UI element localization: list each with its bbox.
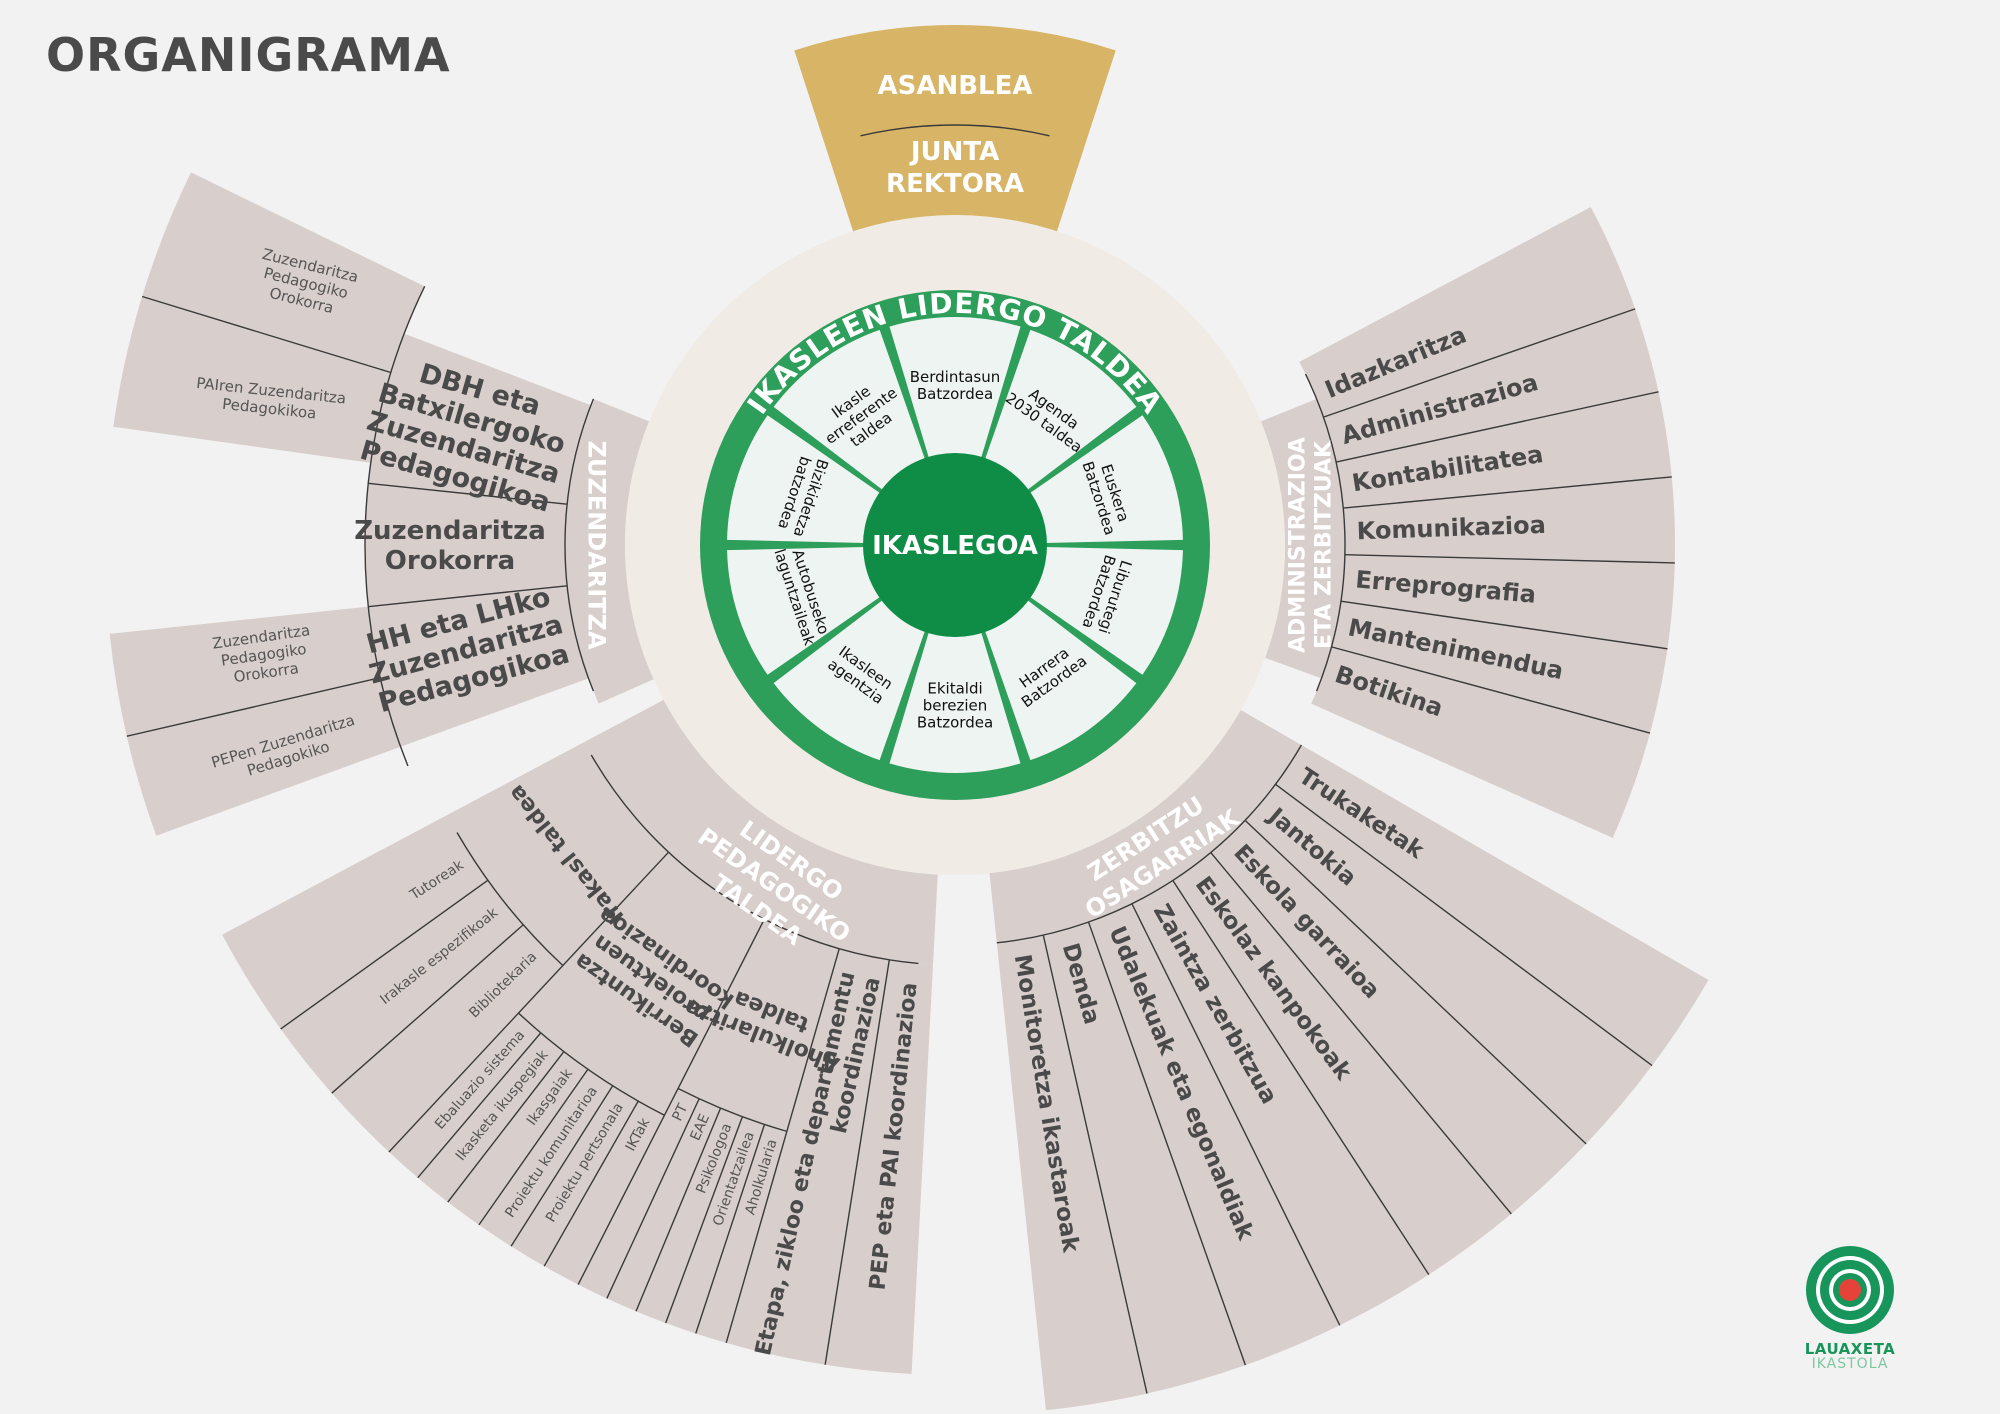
zuzendaritza-wing-top[interactable] — [113, 172, 425, 463]
asanblea-label-line: ASANBLEA — [878, 71, 1033, 101]
divider-line — [126, 677, 381, 737]
zuzendaritza-groups — [364, 333, 591, 747]
zuzendaritza-arc-outer — [364, 286, 426, 767]
junta-rektora-label-line: REKTORA — [886, 169, 1024, 199]
wheel-cell[interactable] — [889, 317, 1021, 459]
lidergo-subarc — [456, 832, 564, 967]
administrazioa-label-line: ETA ZERBITZUAK — [1312, 440, 1337, 649]
lidergo-child-divider — [447, 1051, 565, 1203]
administrazioa-label-line: ADMINISTRAZIOA — [1286, 437, 1311, 653]
lidergo-group-divider — [824, 959, 890, 1365]
lidergo-child-divider — [665, 1116, 744, 1324]
administrazioa-divider — [1331, 646, 1651, 734]
zuzendaritza-wing-bottom[interactable] — [109, 606, 401, 836]
lidergo-core[interactable] — [584, 699, 938, 965]
zerbitzu-core[interactable] — [989, 710, 1302, 943]
admin-item-3: Komunikazioa — [1356, 511, 1546, 546]
admin-item-3-line: Komunikazioa — [1356, 511, 1546, 546]
wheel-cell-label-5-line: Ekitaldi — [927, 679, 982, 697]
wheel-cell[interactable] — [984, 329, 1137, 491]
zerbitzu-divider — [1131, 903, 1341, 1326]
divider-line — [141, 295, 391, 374]
hub-label: IKASLEGOA — [872, 531, 1038, 561]
outer-wedges-layer — [109, 25, 1709, 1411]
wheel-cell[interactable] — [984, 599, 1137, 761]
hub-circle[interactable] — [863, 453, 1047, 637]
zerbitzu-arc — [996, 744, 1303, 944]
spiral-logo-icon — [1806, 1246, 1894, 1334]
zerbitzu-divider — [1172, 880, 1430, 1276]
lidergo-group-divider — [725, 948, 840, 1344]
zuzendaritza-label: ZUZENDARITZA — [583, 440, 611, 649]
logo-subtitle: IKASTOLA — [1811, 1356, 1889, 1372]
lidergo-child-divider — [635, 1107, 722, 1312]
wheel-cell[interactable] — [1028, 547, 1183, 675]
lidergo-child-divider — [606, 1098, 700, 1299]
group-dbh-batxilergo: DBH etaBatxilergokoZuzendaritzaPedagogik… — [357, 358, 569, 518]
lidergo-child-divider — [417, 1032, 542, 1179]
administrazioa-divider — [1343, 476, 1672, 509]
lidergo-child-divider — [695, 1124, 766, 1334]
zerbitzu-divider — [1210, 852, 1512, 1215]
wheel-cell[interactable] — [889, 631, 1021, 773]
administrazioa-arc — [1304, 373, 1346, 692]
administrazioa-divider — [1344, 554, 1675, 564]
lidergo-subarc — [677, 1087, 788, 1133]
lidergo-items — [222, 742, 934, 1374]
administrazioa-items — [1299, 206, 1676, 838]
lidergo-child-2-0: PT — [669, 1101, 691, 1124]
lauaxeta-logo[interactable]: LAUAXETA IKASTOLA — [1800, 1244, 1900, 1372]
divider-line — [368, 585, 568, 608]
wheel-cell-label-0-line: Batzordea — [917, 385, 993, 403]
administrazioa-divider — [1323, 308, 1636, 418]
lidergo-group-divider — [388, 851, 670, 1153]
logo-name: LAUAXETA — [1804, 1340, 1896, 1358]
administrazioa-divider — [1335, 391, 1659, 463]
lidergo-child-divider — [543, 1100, 639, 1267]
zerbitzu-divider — [1275, 783, 1653, 1067]
lidergo-subarc — [518, 1012, 665, 1116]
wheel-cell[interactable] — [1028, 415, 1183, 543]
zerbitzu-items — [996, 745, 1709, 1411]
lidergo-group-divider — [577, 918, 765, 1285]
wheel-cell[interactable] — [727, 547, 882, 675]
zuzendaritza-label-line: ZUZENDARITZA — [583, 440, 611, 649]
zuzendaritza-arc — [564, 398, 595, 692]
lidergo-child-divider — [331, 924, 524, 1094]
zerbitzu-divider — [1244, 819, 1587, 1145]
zuzendaritza-core[interactable] — [565, 398, 654, 704]
wheel-cell[interactable] — [773, 599, 926, 761]
hub-label-line: IKASLEGOA — [872, 531, 1038, 561]
lidergo-child-divider — [510, 1085, 614, 1247]
group-zuzendaritza-orokorra-line: Zuzendaritza — [354, 516, 546, 546]
administrazioa-core[interactable] — [1260, 398, 1345, 679]
wheel-cell[interactable] — [727, 415, 882, 543]
student-wheel — [700, 290, 1210, 800]
governance-divider — [860, 124, 1050, 137]
page-title: ORGANIGRAMA — [46, 28, 451, 82]
junta-rektora-label-line: JUNTA — [909, 137, 999, 167]
administrazioa-divider — [1340, 600, 1668, 650]
wheel-cell-label-5-line: berezien — [923, 696, 988, 714]
zerbitzu-divider — [1042, 934, 1148, 1394]
group-zuzendaritza-orokorra-line: Orokorra — [385, 546, 515, 576]
wheel-cell[interactable] — [773, 329, 926, 491]
governance-wedge[interactable] — [794, 25, 1116, 236]
lidergo-child-divider — [478, 1068, 589, 1226]
asanblea-label: ASANBLEA — [878, 71, 1033, 101]
lidergo-child-2-0-line: PT — [669, 1101, 691, 1124]
wheel-cell-label-5-line: Batzordea — [917, 713, 993, 731]
lidergo-child-divider — [280, 879, 489, 1030]
lidergo-arc — [590, 754, 919, 965]
wheel-cell-label-0-line: Berdintasun — [910, 368, 1001, 386]
divider-line — [368, 482, 568, 505]
zerbitzu-divider — [1087, 921, 1247, 1366]
